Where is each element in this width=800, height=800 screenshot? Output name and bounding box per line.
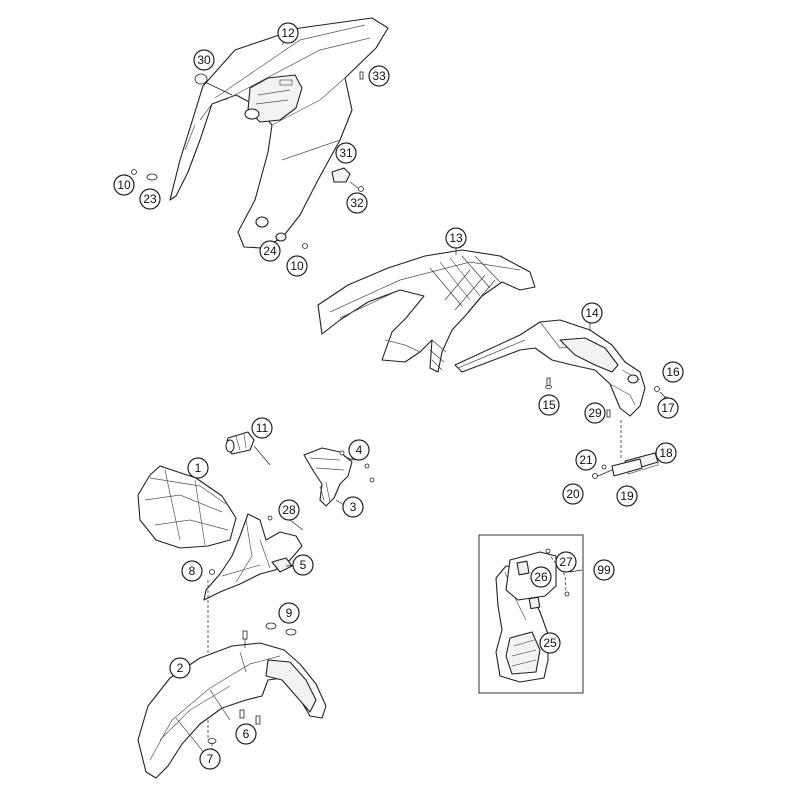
svg-text:24: 24	[263, 244, 277, 258]
svg-text:27: 27	[559, 555, 573, 569]
callout-29[interactable]: 29	[584, 402, 606, 424]
svg-text:10: 10	[117, 178, 131, 192]
svg-text:23: 23	[143, 192, 157, 206]
hardware-29-screw	[606, 409, 611, 418]
callout-28[interactable]: 28	[278, 499, 300, 521]
svg-text:18: 18	[659, 446, 673, 460]
svg-text:6: 6	[243, 727, 250, 741]
callout-4[interactable]: 4	[348, 439, 370, 461]
hardware-31-bushing	[331, 167, 364, 192]
svg-text:17: 17	[661, 401, 675, 415]
part-5-number-plate-holder	[203, 513, 303, 601]
callout-14[interactable]: 14	[581, 302, 603, 324]
part-25-fork-guard	[495, 565, 549, 683]
svg-text:11: 11	[256, 421, 269, 435]
callout-99[interactable]: 99	[593, 559, 615, 581]
callout-16[interactable]: 16	[662, 361, 684, 383]
svg-text:7: 7	[207, 752, 214, 766]
callout-20[interactable]: 20	[562, 483, 584, 505]
callout-5[interactable]: 5	[292, 554, 314, 576]
callout-2[interactable]: 2	[169, 657, 191, 679]
svg-text:99: 99	[597, 563, 611, 577]
svg-text:15: 15	[542, 398, 556, 412]
callout-25[interactable]: 25	[539, 632, 561, 654]
callout-33[interactable]: 33	[368, 65, 390, 87]
callout-18[interactable]: 18	[655, 442, 677, 464]
svg-text:26: 26	[534, 570, 548, 584]
svg-text:9: 9	[286, 606, 293, 620]
callout-30[interactable]: 30	[193, 49, 215, 71]
callout-11[interactable]: 11	[251, 417, 273, 439]
callout-26[interactable]: 26	[530, 566, 552, 588]
hardware-33-screw	[359, 71, 364, 80]
callout-8[interactable]: 8	[181, 560, 203, 582]
hardware-10-23-left	[131, 169, 158, 181]
svg-text:13: 13	[449, 231, 463, 245]
kit-99-frame	[478, 534, 584, 694]
svg-text:5: 5	[300, 558, 307, 572]
callout-3[interactable]: 3	[342, 496, 364, 518]
callout-23[interactable]: 23	[139, 188, 161, 210]
svg-text:3: 3	[350, 500, 357, 514]
svg-text:10: 10	[290, 259, 304, 273]
callout-12[interactable]: 12	[277, 22, 299, 44]
part-12-seat-cover	[169, 17, 389, 249]
svg-text:31: 31	[339, 146, 353, 160]
callout-10-top[interactable]: 10	[113, 174, 135, 196]
part-18-19-bracket	[592, 420, 659, 479]
svg-text:1: 1	[195, 461, 202, 475]
part-1-headlight-mask	[137, 465, 237, 549]
svg-text:30: 30	[197, 53, 211, 67]
svg-text:28: 28	[282, 503, 296, 517]
svg-text:21: 21	[579, 453, 593, 467]
hardware-30-grommet	[194, 73, 233, 96]
svg-text:4: 4	[356, 443, 363, 457]
part-3-headlight-bracket	[303, 447, 375, 507]
svg-text:8: 8	[189, 564, 196, 578]
hardware-15-screw	[545, 377, 552, 389]
callout-24[interactable]: 24	[259, 240, 281, 262]
callout-32[interactable]: 32	[346, 192, 368, 214]
part-13-side-cover	[317, 249, 536, 373]
callout-19[interactable]: 19	[616, 485, 638, 507]
svg-text:25: 25	[543, 636, 557, 650]
callout-27[interactable]: 27	[555, 551, 577, 573]
callout-10-bottom[interactable]: 10	[286, 255, 308, 277]
callout-13[interactable]: 13	[445, 227, 467, 249]
svg-text:32: 32	[350, 196, 364, 210]
svg-text:12: 12	[281, 26, 295, 40]
part-2-front-fender	[137, 630, 327, 779]
callout-15[interactable]: 15	[538, 394, 560, 416]
callout-1[interactable]: 1	[187, 457, 209, 479]
hardware-9-nuts	[265, 622, 297, 636]
callout-7[interactable]: 7	[199, 748, 221, 770]
part-14-rear-fender	[454, 319, 646, 417]
callout-31[interactable]: 31	[335, 142, 357, 164]
hardware-24-10-bottom	[275, 232, 308, 249]
part-11-connector	[225, 431, 255, 455]
svg-text:29: 29	[588, 406, 602, 420]
callout-6[interactable]: 6	[235, 723, 257, 745]
svg-text:20: 20	[566, 487, 580, 501]
callout-17[interactable]: 17	[657, 397, 679, 419]
svg-text:14: 14	[585, 306, 599, 320]
callout-9[interactable]: 9	[278, 602, 300, 624]
svg-text:2: 2	[177, 661, 184, 675]
svg-text:16: 16	[666, 365, 680, 379]
svg-text:33: 33	[372, 69, 386, 83]
svg-text:19: 19	[620, 489, 634, 503]
callout-21[interactable]: 21	[575, 449, 597, 471]
